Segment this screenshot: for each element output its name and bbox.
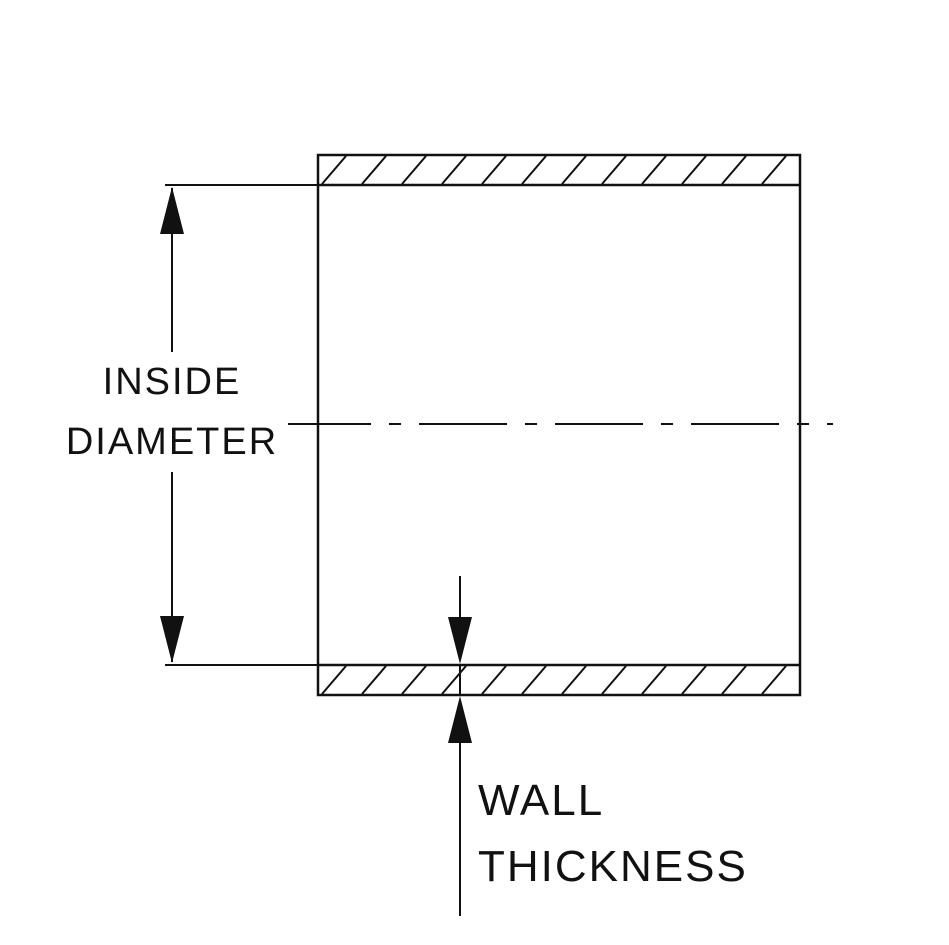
wall-thickness-leader	[448, 576, 472, 916]
bottom-wall-hatch	[321, 665, 787, 695]
up-arrowhead	[448, 696, 472, 743]
wall-thickness-label-line1: WALL	[478, 776, 605, 825]
down-arrowhead	[448, 617, 472, 664]
up-arrowhead	[160, 187, 184, 234]
inside-label-text: INSIDE	[92, 352, 252, 412]
down-arrowhead	[160, 616, 184, 663]
tube-cross-section	[316, 153, 802, 697]
inside-diameter-label-line1: INSIDE	[0, 352, 344, 412]
top-wall-hatch	[321, 155, 787, 185]
wall-thickness-label: WALL THICKNESS	[478, 768, 748, 900]
wall-thickness-label-line2: THICKNESS	[478, 842, 748, 891]
inside-diameter-label-line2: DIAMETER	[0, 412, 344, 472]
diameter-label-text: DIAMETER	[55, 412, 289, 472]
inside-diameter-label: INSIDE DIAMETER	[0, 352, 344, 472]
